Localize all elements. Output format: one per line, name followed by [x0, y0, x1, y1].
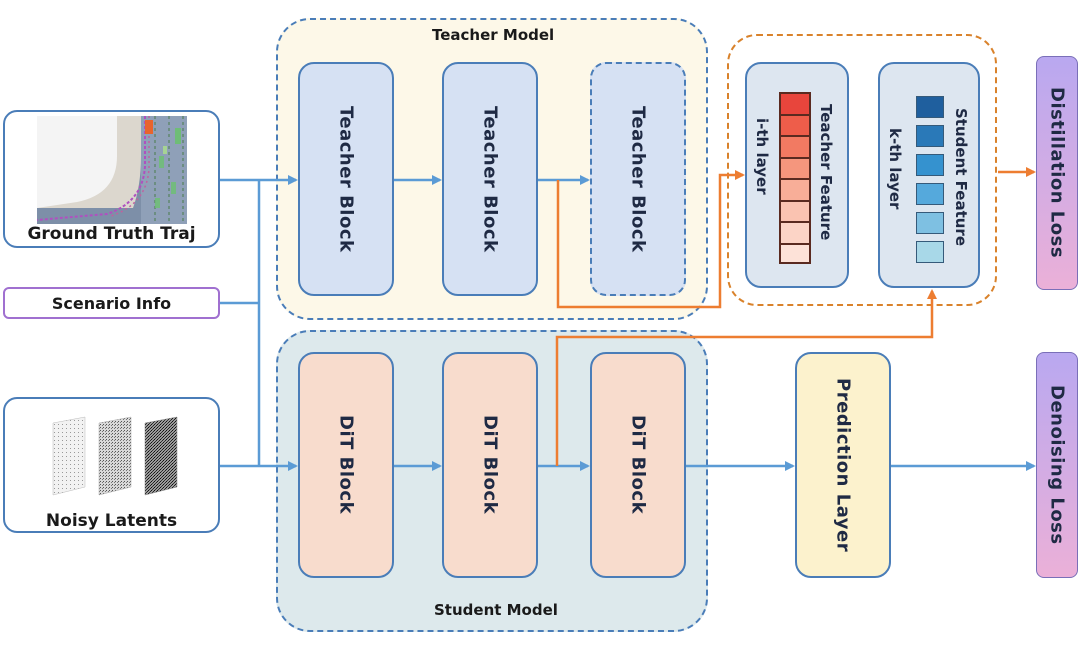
prediction-layer: Prediction Layer: [795, 352, 891, 578]
teacher-feature-cell: [780, 200, 810, 222]
student-feature-card: Student Feature k-th layer: [878, 62, 980, 288]
dit-block-2: DiT Block: [442, 352, 538, 578]
arrow-teacher-feature-tap: [556, 170, 745, 309]
teacher-block-1: Teacher Block: [298, 62, 394, 296]
teacher-block-2-label: Teacher Block: [479, 105, 501, 253]
teacher-block-3-label: Teacher Block: [627, 105, 649, 253]
distillation-loss: Distillation Loss: [1036, 56, 1078, 290]
dit-block-1: DiT Block: [298, 352, 394, 578]
noisy-latents-box: Noisy Latents: [3, 397, 220, 533]
teacher-feature-cell: [780, 136, 810, 158]
teacher-feature-title: Teacher Feature: [817, 104, 835, 241]
teacher-feature-cell: [780, 93, 810, 115]
teacher-block-2: Teacher Block: [442, 62, 538, 296]
dit-block-1-label: DiT Block: [335, 415, 357, 515]
student-feature-stack: [916, 96, 946, 266]
student-feature-title: Student Feature: [952, 108, 970, 246]
scenario-info-box: Scenario Info: [3, 287, 220, 319]
student-feature-cell: [916, 96, 944, 118]
trajectory-map-image: [37, 116, 187, 224]
teacher-model-title: Teacher Model: [432, 26, 555, 44]
dit-block-2-label: DiT Block: [479, 415, 501, 515]
distillation-loss-label: Distillation Loss: [1046, 87, 1068, 259]
arrow-student-feature-tap: [555, 289, 937, 466]
noisy-latents-image: [52, 416, 178, 496]
teacher-block-1-label: Teacher Block: [335, 105, 357, 253]
student-feature-cell: [916, 212, 944, 234]
teacher-feature-cell: [780, 114, 810, 136]
teacher-feature-cell: [780, 243, 810, 263]
teacher-feature-cell: [780, 157, 810, 179]
student-feature-cell: [916, 154, 944, 176]
student-feature-cell: [916, 183, 944, 205]
denoising-loss-label: Denoising Loss: [1046, 385, 1068, 545]
student-feature-cell: [916, 125, 944, 147]
student-model-title: Student Model: [434, 601, 558, 619]
student-feature-layer: k-th layer: [886, 128, 904, 210]
denoising-loss: Denoising Loss: [1036, 352, 1078, 578]
teacher-feature-cell: [780, 222, 810, 244]
ground-truth-box: Ground Truth Traj: [3, 110, 220, 248]
scenario-info-label: Scenario Info: [51, 293, 172, 313]
prediction-layer-label: Prediction Layer: [832, 377, 854, 553]
teacher-feature-card: Teacher Feature i-th layer: [745, 62, 849, 288]
teacher-feature-cell: [780, 179, 810, 201]
teacher-feature-layer: i-th layer: [753, 118, 771, 195]
teacher-block-3: Teacher Block: [590, 62, 686, 296]
dit-block-3: DiT Block: [590, 352, 686, 578]
noisy-latents-label: Noisy Latents: [45, 511, 178, 531]
student-feature-cell: [916, 241, 944, 263]
teacher-feature-bar: [779, 92, 811, 264]
ground-truth-label: Ground Truth Traj: [27, 224, 196, 244]
dit-block-3-label: DiT Block: [627, 415, 649, 515]
